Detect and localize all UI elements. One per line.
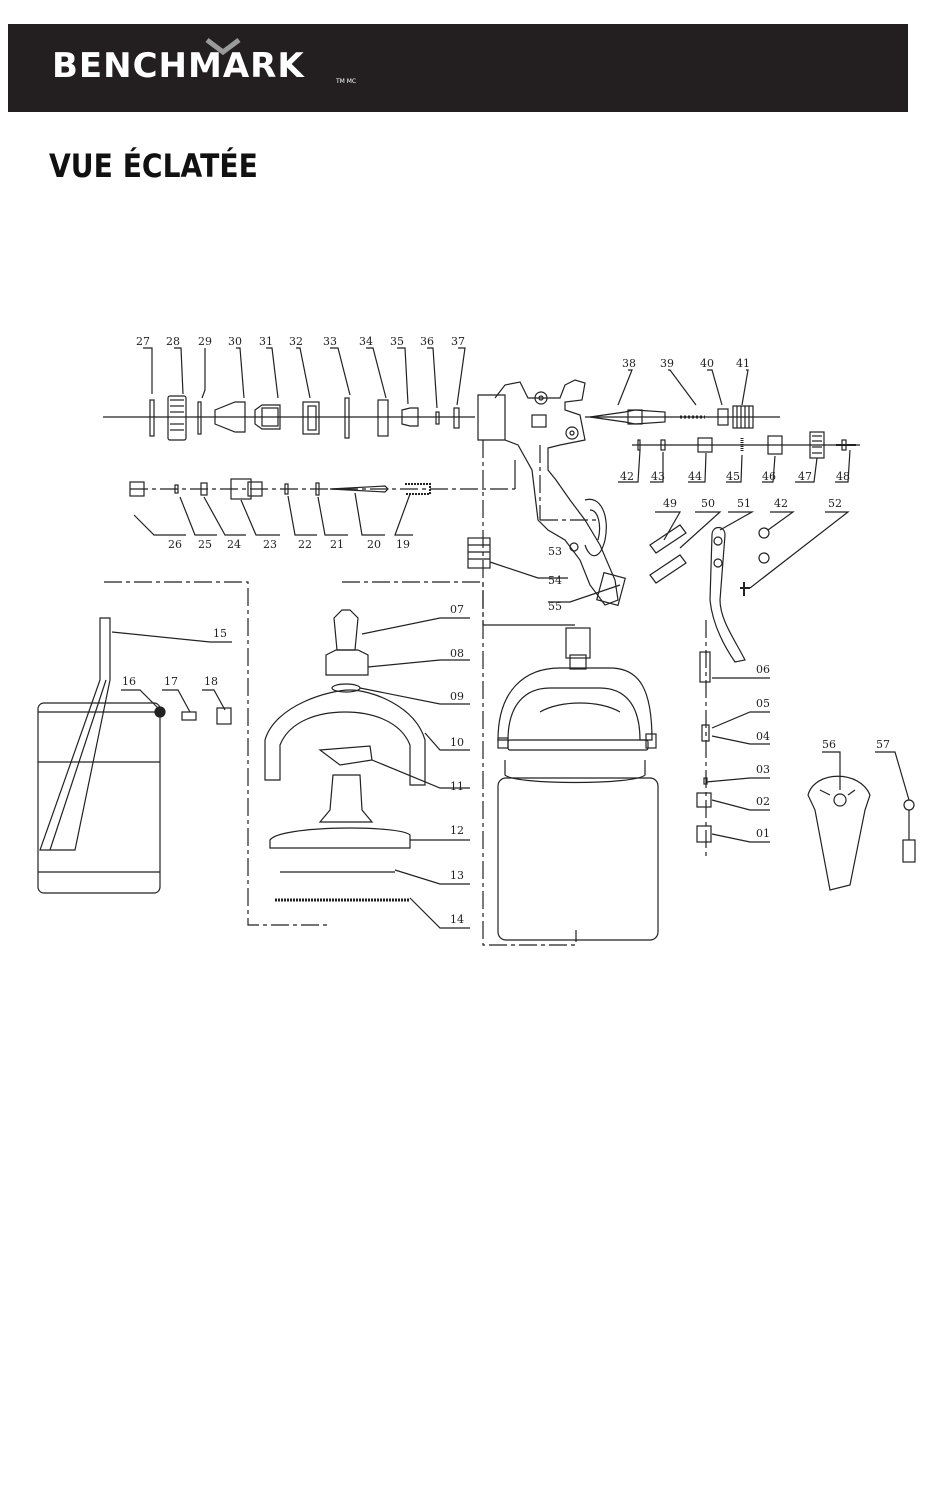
part-label-29: 29 xyxy=(198,335,212,348)
part-label-56: 56 xyxy=(822,738,836,751)
part-label-11: 11 xyxy=(450,780,464,793)
part-label-41: 41 xyxy=(736,357,750,370)
part-label-24: 24 xyxy=(227,538,241,551)
part-label-27: 27 xyxy=(136,335,150,348)
part-label-37: 37 xyxy=(451,335,465,348)
part-label-36: 36 xyxy=(420,335,434,348)
part-label-33: 33 xyxy=(323,335,337,348)
part-label-05: 05 xyxy=(756,697,770,710)
part-label-07: 07 xyxy=(450,603,464,616)
part-label-15: 15 xyxy=(213,627,227,640)
part-label-44: 44 xyxy=(688,470,702,483)
part-label-54: 54 xyxy=(548,574,562,587)
part-label-53: 53 xyxy=(548,545,562,558)
part-label-14: 14 xyxy=(450,913,464,926)
part-label-04: 04 xyxy=(756,730,770,743)
part-label-28: 28 xyxy=(166,335,180,348)
part-label-30: 30 xyxy=(228,335,242,348)
part-label-34: 34 xyxy=(359,335,373,348)
part-label-09: 09 xyxy=(450,690,464,703)
part-label-01: 01 xyxy=(756,827,770,840)
part-label-43: 43 xyxy=(651,470,665,483)
part-label-19: 19 xyxy=(396,538,410,551)
part-label-26: 26 xyxy=(168,538,182,551)
part-label-39: 39 xyxy=(660,357,674,370)
part-label-40: 40 xyxy=(700,357,714,370)
part-label-42: 42 xyxy=(620,470,634,483)
part-label-21: 21 xyxy=(330,538,344,551)
part-label-35: 35 xyxy=(390,335,404,348)
part-label-08: 08 xyxy=(450,647,464,660)
part-label-45: 45 xyxy=(726,470,740,483)
part-label-42b: 42 xyxy=(774,497,788,510)
part-label-55: 55 xyxy=(548,600,562,613)
part-label-32: 32 xyxy=(289,335,303,348)
part-label-50: 50 xyxy=(701,497,715,510)
part-label-16: 16 xyxy=(122,675,136,688)
part-label-20: 20 xyxy=(367,538,381,551)
part-label-48: 48 xyxy=(836,470,850,483)
part-label-17: 17 xyxy=(164,675,178,688)
part-label-18: 18 xyxy=(204,675,218,688)
part-label-47: 47 xyxy=(798,470,812,483)
part-label-51: 51 xyxy=(737,497,751,510)
part-label-06: 06 xyxy=(756,663,770,676)
part-label-23: 23 xyxy=(263,538,277,551)
part-label-31: 31 xyxy=(259,335,273,348)
part-label-25: 25 xyxy=(198,538,212,551)
part-label-02: 02 xyxy=(756,795,770,808)
part-label-38: 38 xyxy=(622,357,636,370)
part-label-46: 46 xyxy=(762,470,776,483)
part-label-57: 57 xyxy=(876,738,890,751)
part-label-10: 10 xyxy=(450,736,464,749)
part-label-22: 22 xyxy=(298,538,312,551)
part-label-52: 52 xyxy=(828,497,842,510)
part-label-13: 13 xyxy=(450,869,464,882)
part-label-03: 03 xyxy=(756,763,770,776)
part-label-12: 12 xyxy=(450,824,464,837)
part-label-49: 49 xyxy=(663,497,677,510)
